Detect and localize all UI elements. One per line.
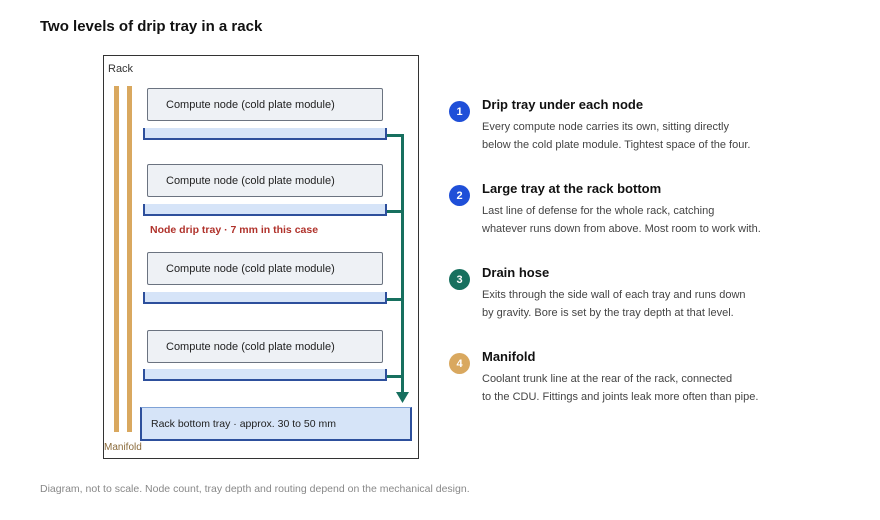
compute-node-label: Compute node (cold plate module) xyxy=(166,262,335,275)
compute-node-3: Compute node (cold plate module) xyxy=(147,252,383,285)
legend-description: Last line of defense for the whole rack,… xyxy=(482,205,761,235)
drain-hose-branch-1 xyxy=(387,134,404,137)
drain-hose-branch-4 xyxy=(387,375,404,378)
rack-bottom-tray-label: Rack bottom tray · approx. 30 to 50 mm xyxy=(151,417,336,430)
compute-node-label: Compute node (cold plate module) xyxy=(166,98,335,111)
drain-hose-arrow-icon xyxy=(396,392,409,403)
node-drip-tray-1 xyxy=(143,128,387,140)
manifold-pipe-left xyxy=(114,86,119,432)
legend-number-badge: 3 xyxy=(449,269,470,290)
drain-hose-branch-3 xyxy=(387,298,404,301)
diagram-title: Two levels of drip tray in a rack xyxy=(40,18,263,35)
rack-bottom-tray: Rack bottom tray · approx. 30 to 50 mm xyxy=(140,407,412,441)
drain-hose-main xyxy=(401,134,404,396)
legend-title: Drain hose xyxy=(482,265,550,280)
manifold-label: Manifold xyxy=(104,442,142,453)
footnote: Diagram, not to scale. Node count, tray … xyxy=(40,483,470,495)
legend-description: Coolant trunk line at the rear of the ra… xyxy=(482,373,759,403)
drain-hose-branch-2 xyxy=(387,210,404,213)
compute-node-label: Compute node (cold plate module) xyxy=(166,174,335,187)
legend-description: Every compute node carries its own, sitt… xyxy=(482,121,751,151)
compute-node-1: Compute node (cold plate module) xyxy=(147,88,383,121)
node-drip-tray-3 xyxy=(143,292,387,304)
legend-title: Drip tray under each node xyxy=(482,97,644,112)
manifold-pipe-right xyxy=(127,86,132,432)
rack-label: Rack xyxy=(108,63,134,75)
rack-frame xyxy=(103,55,419,459)
legend-title: Manifold xyxy=(482,349,536,364)
legend-number-badge: 4 xyxy=(449,353,470,374)
legend-title: Large tray at the rack bottom xyxy=(482,181,662,196)
legend-number-badge: 1 xyxy=(449,101,470,122)
node-drip-tray-note: Node drip tray · 7 mm in this case xyxy=(150,224,319,236)
node-drip-tray-4 xyxy=(143,369,387,381)
legend-number-badge: 2 xyxy=(449,185,470,206)
node-drip-tray-2 xyxy=(143,204,387,216)
compute-node-label: Compute node (cold plate module) xyxy=(166,340,335,353)
compute-node-4: Compute node (cold plate module) xyxy=(147,330,383,363)
legend-description: Exits through the side wall of each tray… xyxy=(482,289,746,319)
compute-node-2: Compute node (cold plate module) xyxy=(147,164,383,197)
